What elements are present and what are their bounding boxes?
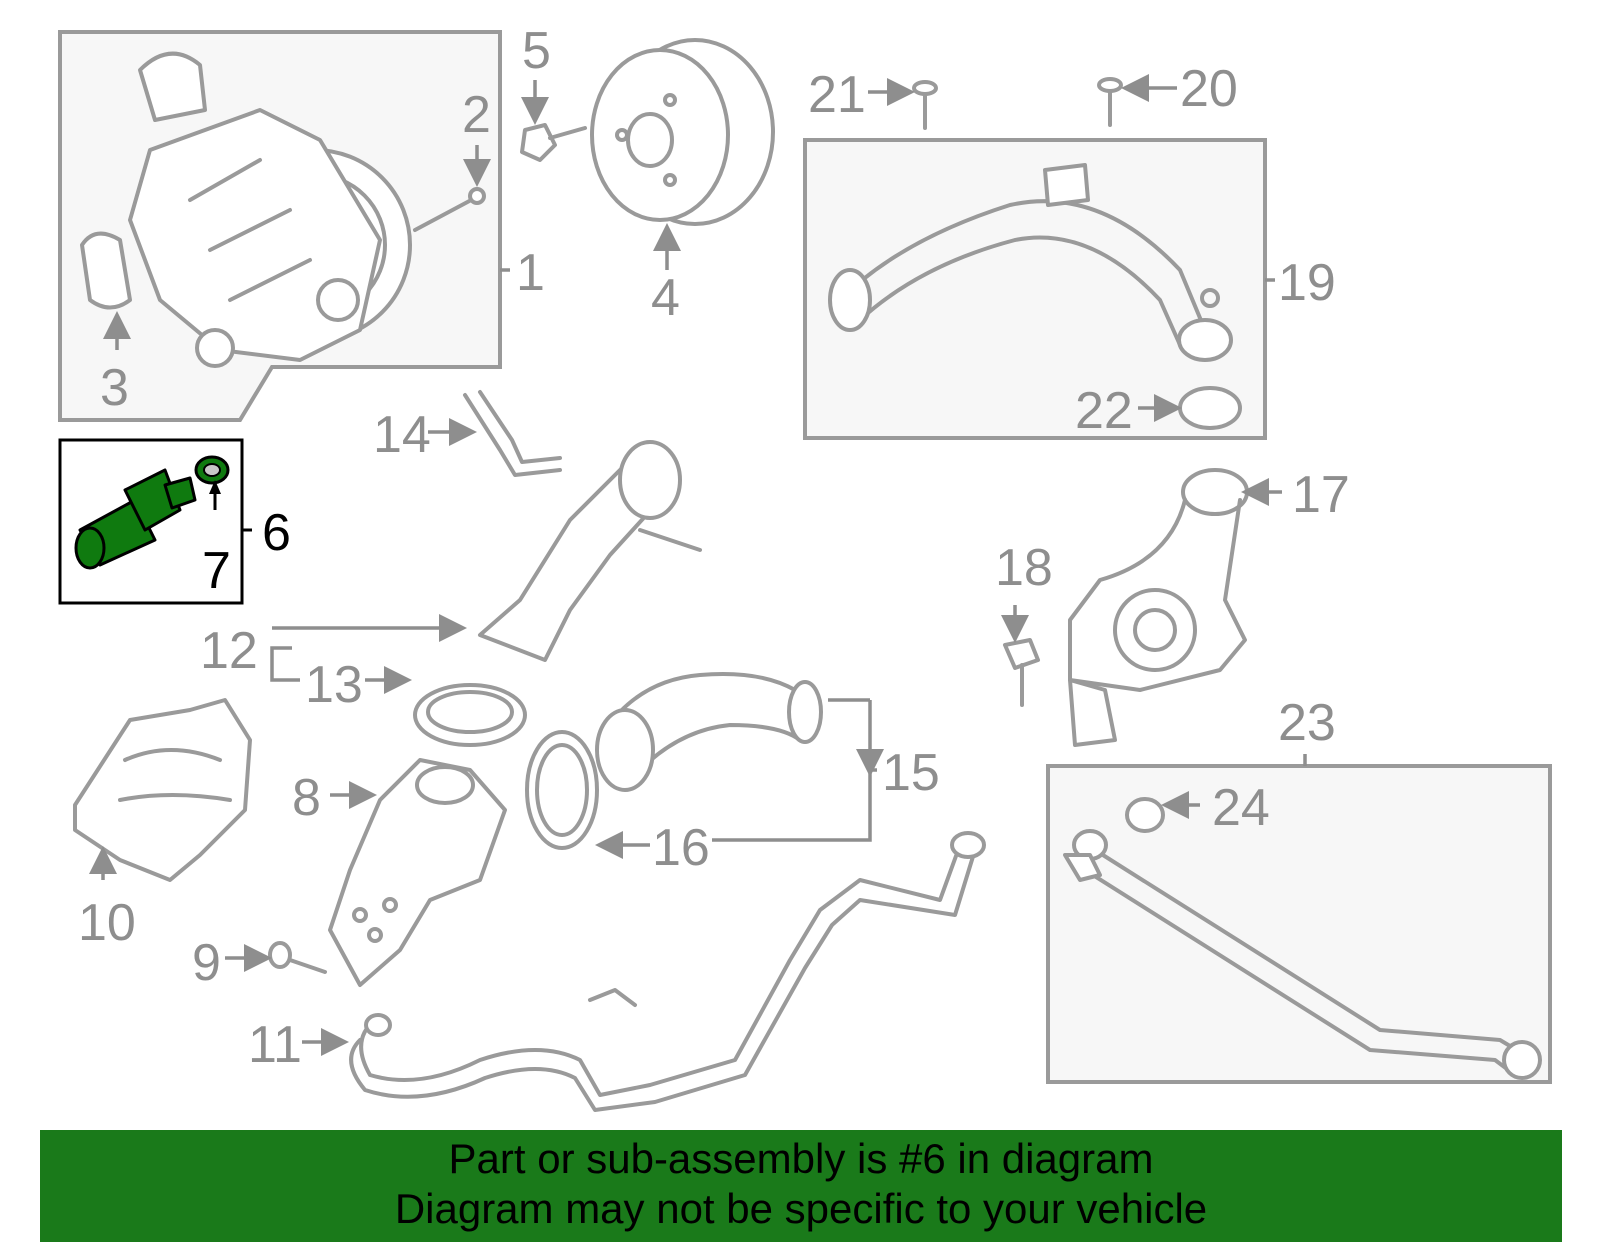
banner-line-1: Part or sub-assembly is #6 in diagram (448, 1135, 1154, 1182)
outlet-17-drawing[interactable] (1068, 468, 1249, 747)
bolt-18[interactable] (1003, 638, 1040, 707)
o-ring-24[interactable] (1125, 797, 1165, 833)
highlighted-part-6-sensor[interactable] (74, 455, 230, 570)
callout-3: 3 (100, 359, 129, 417)
callout-6: 6 (262, 504, 291, 562)
info-banner: Part or sub-assembly is #6 in diagram Di… (40, 1130, 1562, 1242)
callout-18: 18 (995, 539, 1053, 597)
clamp-16[interactable] (525, 730, 599, 850)
o-ring-22[interactable] (1178, 386, 1242, 430)
callout-7: 7 (202, 542, 231, 600)
coolant-pipe-23-drawing[interactable] (1063, 829, 1542, 1080)
bolt-2[interactable] (413, 196, 477, 232)
hose-15-drawing[interactable] (595, 672, 823, 792)
coolant-pipe-19-drawing[interactable] (828, 163, 1233, 362)
callout-1: 1 (516, 244, 545, 302)
bolt-21[interactable] (912, 80, 938, 130)
callout-13: 13 (305, 656, 363, 714)
pipe-assembly-23-box (1046, 764, 1552, 1084)
callout-10: 10 (78, 894, 136, 952)
callout-15: 15 (882, 744, 940, 802)
callout-20: 20 (1180, 60, 1238, 118)
callout-12: 12 (200, 622, 258, 680)
callout-24: 24 (1212, 779, 1270, 837)
bolt-20[interactable] (1097, 77, 1123, 127)
clamp-13[interactable] (413, 683, 527, 747)
callout-2: 2 (462, 86, 491, 144)
hose-14[interactable] (463, 393, 562, 477)
thermostat-housing-8-drawing[interactable] (328, 758, 507, 987)
hose-12-drawing[interactable] (478, 440, 702, 662)
pulley-drawing[interactable] (590, 38, 775, 226)
callout-19: 19 (1278, 254, 1336, 312)
callout-14: 14 (373, 406, 431, 464)
callout-9: 9 (192, 934, 221, 992)
hose-11-drawing[interactable] (349, 831, 986, 1112)
bolt-5[interactable] (520, 123, 587, 162)
callout-16: 16 (652, 819, 710, 877)
banner-line-2: Diagram may not be specific to your vehi… (394, 1185, 1208, 1232)
callout-17: 17 (1292, 466, 1350, 524)
callout-23: 23 (1278, 694, 1336, 752)
callout-22: 22 (1075, 382, 1133, 440)
callout-8: 8 (292, 769, 321, 827)
callout-4: 4 (651, 269, 680, 327)
water-pump-drawing[interactable] (80, 51, 412, 368)
callout-5: 5 (522, 22, 551, 80)
callout-11: 11 (248, 1016, 302, 1074)
bolt-9[interactable] (268, 941, 327, 974)
part-10-drawing[interactable] (73, 698, 252, 882)
callout-21: 21 (808, 66, 866, 124)
